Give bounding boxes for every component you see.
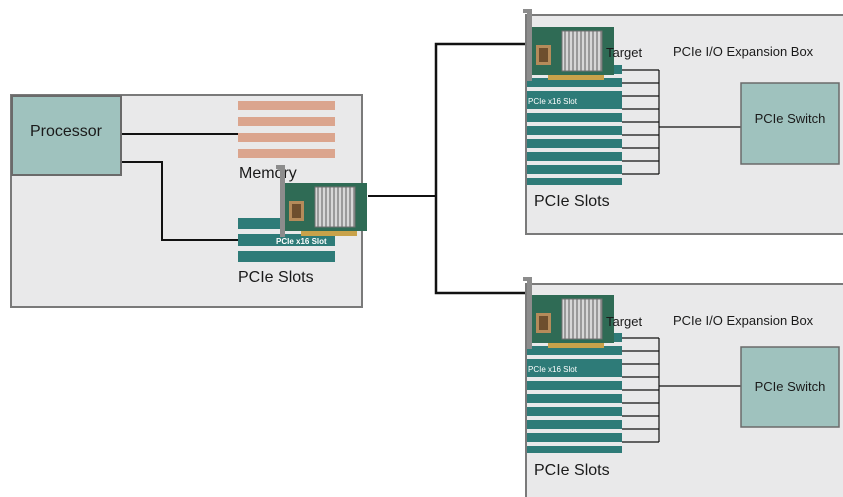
pcie-switch <box>740 346 840 428</box>
expansion-slots-label: PCIe Slots <box>534 193 610 210</box>
expansion-box-title: PCIe I/O Expansion Box <box>673 44 814 59</box>
processor-label: Processor <box>30 123 103 140</box>
host-slots-label: PCIe Slots <box>238 269 314 286</box>
pcie-slot <box>527 433 622 442</box>
pcie-slot <box>527 91 622 109</box>
pcie-slot <box>527 420 622 429</box>
memory-sticks <box>238 101 335 158</box>
expansion-slot-label: PCIe x16 Slot <box>528 365 578 374</box>
pcie-switch <box>740 82 840 165</box>
pcie-slot <box>527 446 622 453</box>
pcie-slot <box>238 234 335 246</box>
slot-fanout-wires <box>622 337 741 443</box>
slot-fanout-wires <box>622 69 741 175</box>
expansion-slots-label: PCIe Slots <box>534 462 610 479</box>
pcie-slot <box>527 139 622 148</box>
target-label: Target <box>606 45 643 60</box>
pcie-slot <box>527 126 622 135</box>
pcie-switch-label: PCIe Switch <box>755 379 826 394</box>
memory-label: Memory <box>239 165 297 182</box>
host-slot-label: PCIe x16 Slot <box>276 237 327 246</box>
pcie-slot <box>527 113 622 122</box>
pcie-slot <box>238 251 335 262</box>
pcie-slot <box>527 359 622 377</box>
pcie-slot <box>527 78 622 87</box>
target-label: Target <box>606 314 643 329</box>
memory-stick <box>238 133 335 142</box>
pcie-slot <box>527 178 622 185</box>
cable-to-bottom-box <box>434 196 531 295</box>
memory-stick <box>238 117 335 126</box>
expansion-box-title: PCIe I/O Expansion Box <box>673 313 814 328</box>
pcie-slot <box>527 407 622 416</box>
expansion-box-bottom: PCIe I/O Expansion Box PCIe x16 Sl <box>522 276 843 497</box>
expansion-box-top: PCIe I/O Expansion Box P <box>522 8 843 235</box>
expansion-slot-label: PCIe x16 Slot <box>528 97 578 106</box>
cable-to-top-box <box>434 42 531 196</box>
pcie-slot <box>527 165 622 174</box>
pcie-slot <box>527 381 622 390</box>
pcie-switch-label: PCIe Switch <box>755 111 826 126</box>
memory-stick <box>238 149 335 158</box>
processor-slot-wire <box>121 161 238 241</box>
processor-chip <box>11 95 122 176</box>
pcie-slot <box>527 394 622 403</box>
pcie-slot <box>527 152 622 161</box>
pcie-slot <box>527 346 622 355</box>
memory-stick <box>238 101 335 110</box>
